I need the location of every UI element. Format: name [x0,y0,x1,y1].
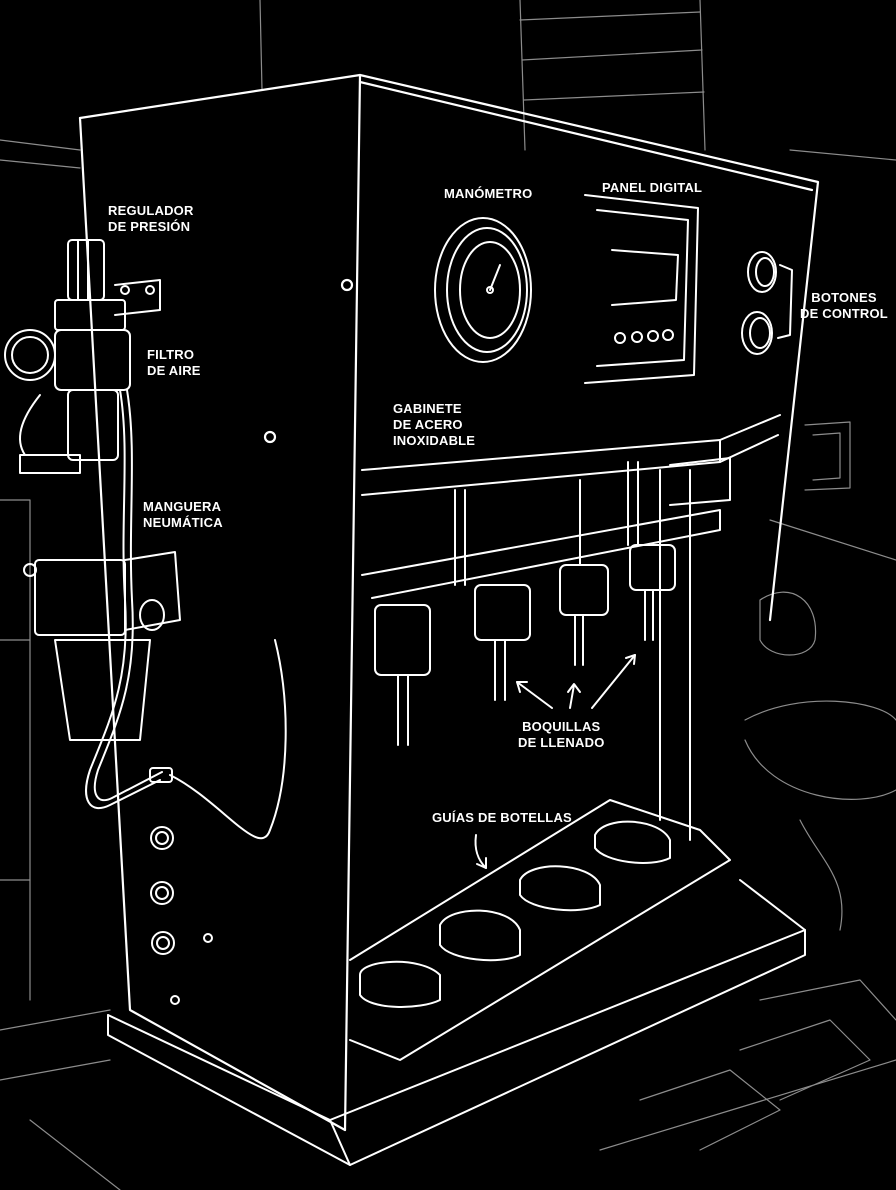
filling-bay [361,414,781,841]
guide-pointer-arrow [474,834,487,869]
label-line: FILTRO [147,347,195,362]
label-manometro: MANÓMETRO [444,186,532,202]
label-line: DE LLENADO [518,735,605,750]
steel-cabinet [78,73,820,1132]
label-filtro-aire: FILTRO DE AIRE [147,347,201,379]
label-line: NEUMÁTICA [143,515,223,530]
label-gabinete-acero: GABINETE DE ACERO INOXIDABLE [393,401,475,449]
pressure-regulator-icon [4,239,161,391]
label-botones-control: BOTONES DE CONTROL [800,290,888,322]
bottle-guide-icon [349,799,731,1061]
label-line: GUÍAS DE BOTELLAS [432,810,572,825]
label-line: REGULADOR [108,203,194,218]
label-line: INOXIDABLE [393,433,476,448]
nozzle-pointer-arrows [516,654,636,709]
label-line: DE CONTROL [800,306,888,321]
digital-panel-icon [584,194,699,384]
label-guias-botellas: GUÍAS DE BOTELLAS [432,810,572,826]
label-line: MANÓMETRO [444,186,533,201]
label-panel-digital: PANEL DIGITAL [602,180,702,196]
label-manguera-neumatica: MANGUERA NEUMÁTICA [143,499,223,531]
pressure-gauge-icon [434,217,532,363]
label-line: DE PRESIÓN [108,219,191,234]
label-regulador-presion: REGULADOR DE PRESIÓN [108,203,194,235]
filling-nozzle-icon [374,461,676,746]
pneumatic-hose [85,389,287,839]
label-line: PANEL DIGITAL [602,180,703,195]
air-filter-icon [19,389,181,741]
label-boquillas-llenado: BOQUILLAS DE LLENADO [518,719,605,751]
label-line: MANGUERA [143,499,222,514]
label-line: BOTONES [811,290,877,305]
label-line: BOQUILLAS [522,719,601,734]
label-line: DE ACERO [393,417,463,432]
control-button-icon [741,251,793,355]
label-line: GABINETE [393,401,462,416]
side-fittings [150,826,213,1005]
label-line: DE AIRE [147,363,201,378]
base-platform [107,879,806,1166]
